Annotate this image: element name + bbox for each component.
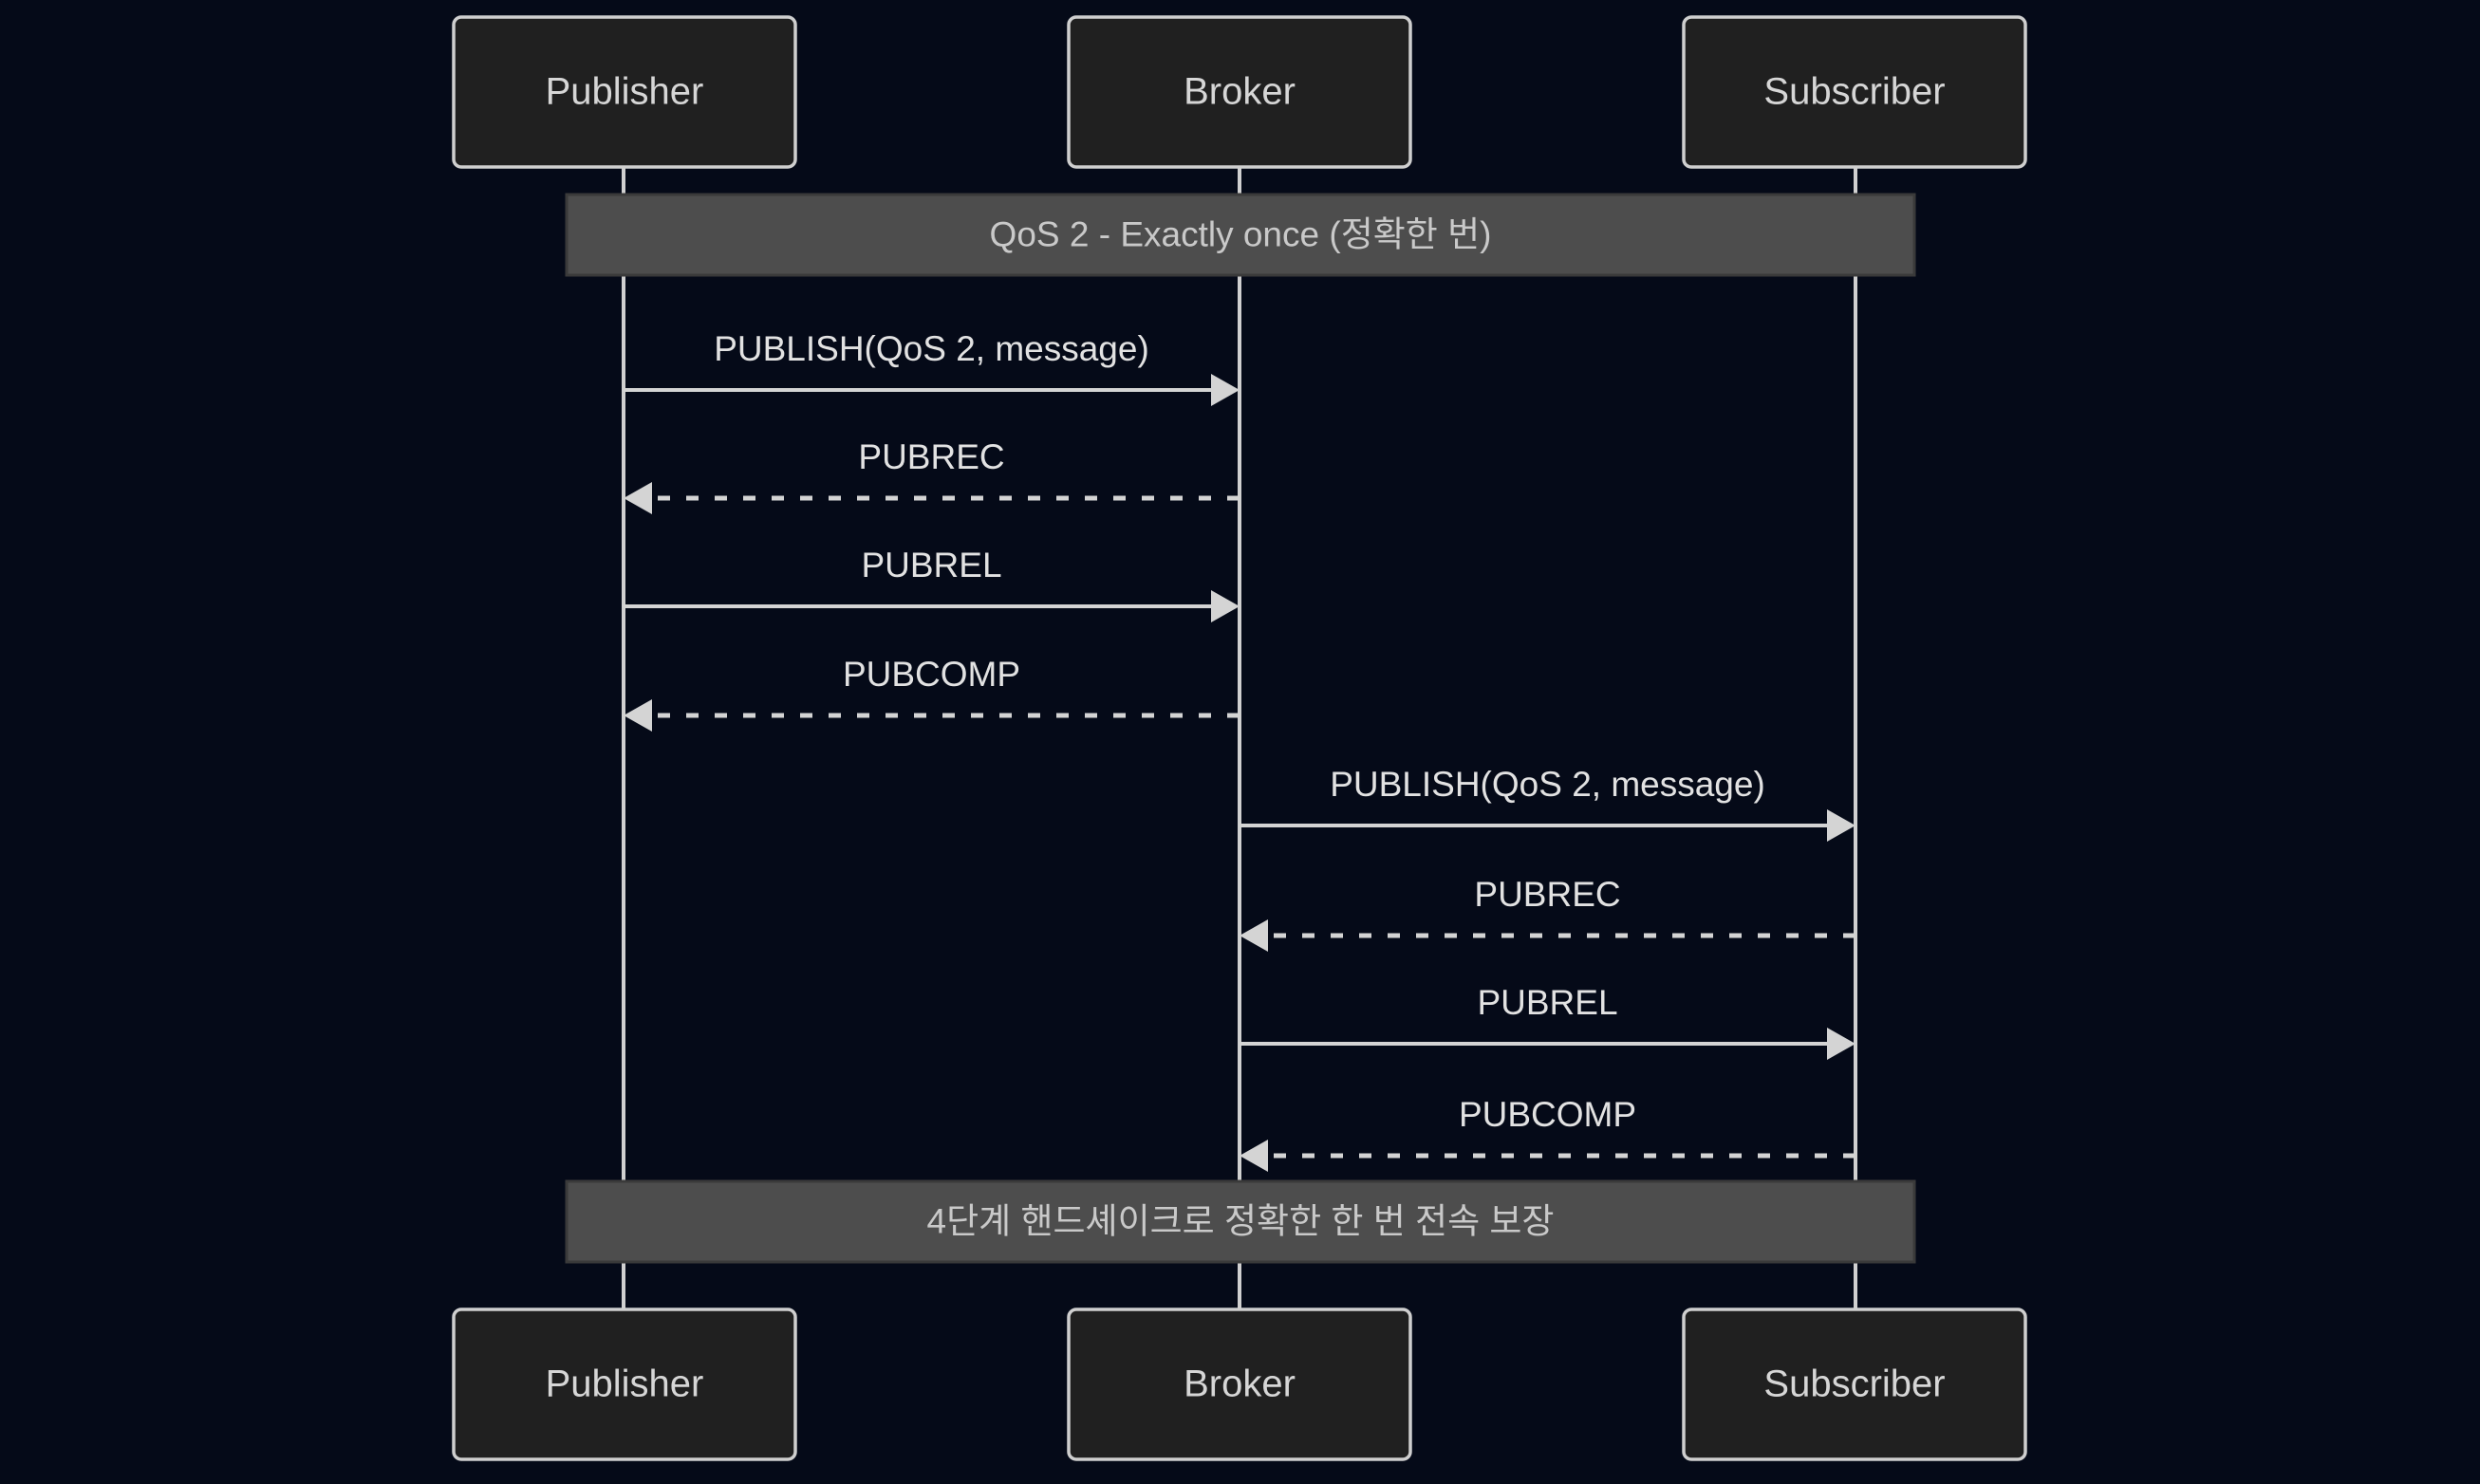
message-label: PUBLISH(QoS 2, message) (1330, 765, 1765, 804)
message-label: PUBREL (1477, 983, 1617, 1022)
actor-subscriber-top[interactable]: Subscriber (1682, 15, 2027, 169)
message-label: PUBCOMP (843, 655, 1020, 694)
actor-label-broker-top: Broker (1184, 71, 1296, 113)
actor-label-publisher-top: Publisher (546, 71, 704, 113)
message-6-pubrec: PUBREC (1240, 875, 1855, 952)
message-3-pubrel: PUBREL (624, 546, 1240, 622)
note-top: QoS 2 - Exactly once (정확한 번) (565, 193, 1916, 277)
message-2-pubrec: PUBREC (624, 437, 1240, 514)
message-5-publish-qos-2-message: PUBLISH(QoS 2, message) (1240, 765, 1855, 842)
messages-layer: PUBLISH(QoS 2, message) PUBREC PUBREL PUBCO… (624, 329, 1855, 1172)
note-top-background (565, 193, 1916, 277)
message-label: PUBCOMP (1459, 1095, 1636, 1134)
actor-publisher-bottom[interactable]: Publisher (452, 1308, 797, 1461)
actor-box-publisher-bottom[interactable] (452, 1308, 797, 1461)
message-7-pubrel: PUBREL (1240, 983, 1855, 1060)
actor-box-publisher-top[interactable] (452, 15, 797, 169)
message-label: PUBREL (861, 546, 1001, 584)
note-bottom: 4단계 핸드셰이크로 정확한 한 번 전속 보장 (565, 1179, 1916, 1264)
actor-publisher-top[interactable]: Publisher (452, 15, 797, 169)
message-label: PUBLISH(QoS 2, message) (714, 329, 1149, 368)
actor-subscriber-bottom[interactable]: Subscriber (1682, 1308, 2027, 1461)
message-1-publish-qos-2-message: PUBLISH(QoS 2, message) (624, 329, 1240, 406)
note-top-label: QoS 2 - Exactly once (정확한 번) (990, 214, 1492, 253)
actor-label-subscriber-top: Subscriber (1763, 71, 1945, 113)
message-arrowhead (624, 482, 652, 514)
actor-label-publisher-bottom: Publisher (546, 1363, 704, 1405)
actor-box-subscriber-bottom[interactable] (1682, 1308, 2027, 1461)
message-label: PUBREC (858, 437, 1004, 476)
message-arrowhead (1240, 1140, 1268, 1172)
message-arrowhead (1827, 809, 1855, 842)
actor-broker-bottom[interactable]: Broker (1067, 1308, 1412, 1461)
note-bottom-background (565, 1179, 1916, 1264)
message-4-pubcomp: PUBCOMP (624, 655, 1240, 732)
message-arrowhead (624, 699, 652, 732)
actor-box-broker-top[interactable] (1067, 15, 1412, 169)
message-arrowhead (1211, 590, 1240, 622)
lifelines-layer (622, 167, 1857, 1309)
actor-broker-top[interactable]: Broker (1067, 15, 1412, 169)
message-arrowhead (1240, 919, 1268, 952)
message-arrowhead (1211, 374, 1240, 406)
actor-box-subscriber-top[interactable] (1682, 15, 2027, 169)
actor-box-broker-bottom[interactable] (1067, 1308, 1412, 1461)
message-arrowhead (1827, 1028, 1855, 1060)
note-bottom-label: 4단계 핸드셰이크로 정확한 한 번 전속 보장 (927, 1201, 1555, 1240)
message-8-pubcomp: PUBCOMP (1240, 1095, 1855, 1172)
actor-label-subscriber-bottom: Subscriber (1763, 1363, 1945, 1405)
message-label: PUBREC (1474, 875, 1620, 914)
notes-layer: QoS 2 - Exactly once (정확한 번) 4단계 핸드셰이크로 정… (565, 193, 1916, 1264)
actor-label-broker-bottom: Broker (1184, 1363, 1296, 1405)
